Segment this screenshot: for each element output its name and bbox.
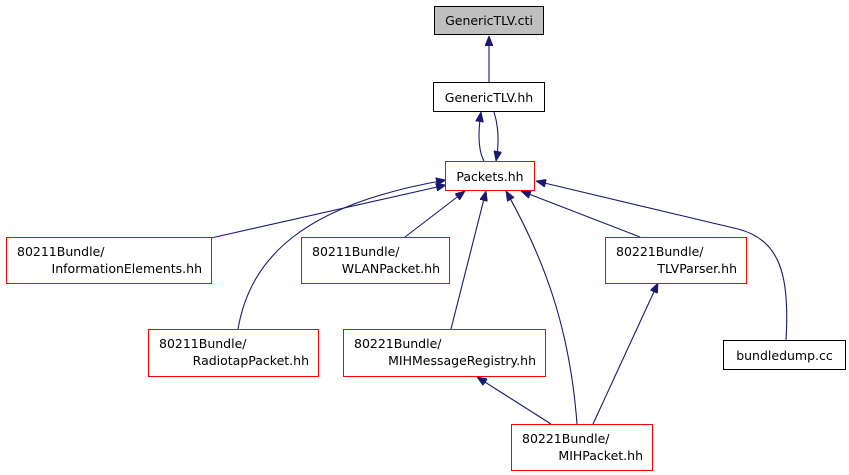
node-mih-packet-dir: 80221Bundle/: [522, 431, 610, 446]
node-tlv-parser-file: TLVParser.hh: [657, 261, 737, 276]
node-bundledump-cc[interactable]: bundledump.cc: [723, 340, 846, 370]
node-generictlv-cti: GenericTLV.cti: [434, 6, 544, 35]
edge-packets-to-generictlv-hh-left: [479, 112, 485, 162]
node-packets-hh-label: Packets.hh: [456, 168, 524, 184]
node-generictlv-hh-label: GenericTLV.hh: [444, 89, 534, 105]
node-information-elements-dir: 80211Bundle/: [17, 244, 105, 259]
node-wlan-packet-dir: 80211Bundle/: [312, 244, 400, 259]
node-radiotap-packet-hh[interactable]: 80211Bundle/ RadiotapPacket.hh: [148, 329, 319, 377]
edge-wlan-packet-to-packets: [404, 191, 465, 238]
edge-generictlv-hh-to-packets-right: [494, 111, 498, 161]
edge-information-elements-to-packets: [210, 185, 446, 239]
node-tlv-parser-dir: 80221Bundle/: [616, 244, 704, 259]
node-mih-message-registry-hh[interactable]: 80221Bundle/ MIHMessageRegistry.hh: [343, 329, 546, 377]
node-wlan-packet-file: WLANPacket.hh: [341, 261, 440, 276]
node-generictlv-hh[interactable]: GenericTLV.hh: [433, 82, 545, 112]
edge-radiotap-to-packets: [237, 180, 446, 330]
node-packets-hh[interactable]: Packets.hh: [445, 161, 535, 191]
edge-bundledump-to-packets: [536, 181, 788, 341]
node-generictlv-cti-label: GenericTLV.cti: [445, 13, 533, 28]
node-mih-message-registry-file: MIHMessageRegistry.hh: [388, 353, 536, 368]
edge-mih-packet-to-packets: [506, 191, 578, 425]
edge-mih-packet-to-mih-registry: [477, 377, 552, 425]
edge-tlv-parser-to-packets: [521, 191, 641, 238]
node-radiotap-packet-file: RadiotapPacket.hh: [192, 353, 309, 368]
node-mih-message-registry-dir: 80221Bundle/: [354, 336, 442, 351]
node-radiotap-packet-dir: 80211Bundle/: [159, 336, 247, 351]
edge-mih-registry-to-packets: [450, 191, 486, 330]
node-information-elements-file: InformationElements.hh: [51, 261, 202, 276]
node-mih-packet-file: MIHPacket.hh: [558, 448, 643, 463]
node-bundledump-cc-label: bundledump.cc: [736, 347, 833, 363]
edge-mih-packet-to-tlv-parser: [592, 283, 659, 425]
node-mih-packet-hh[interactable]: 80221Bundle/ MIHPacket.hh: [511, 424, 653, 471]
node-wlan-packet-hh[interactable]: 80211Bundle/ WLANPacket.hh: [301, 237, 450, 284]
node-tlv-parser-hh[interactable]: 80221Bundle/ TLVParser.hh: [605, 237, 747, 284]
node-information-elements-hh[interactable]: 80211Bundle/ InformationElements.hh: [6, 237, 212, 284]
